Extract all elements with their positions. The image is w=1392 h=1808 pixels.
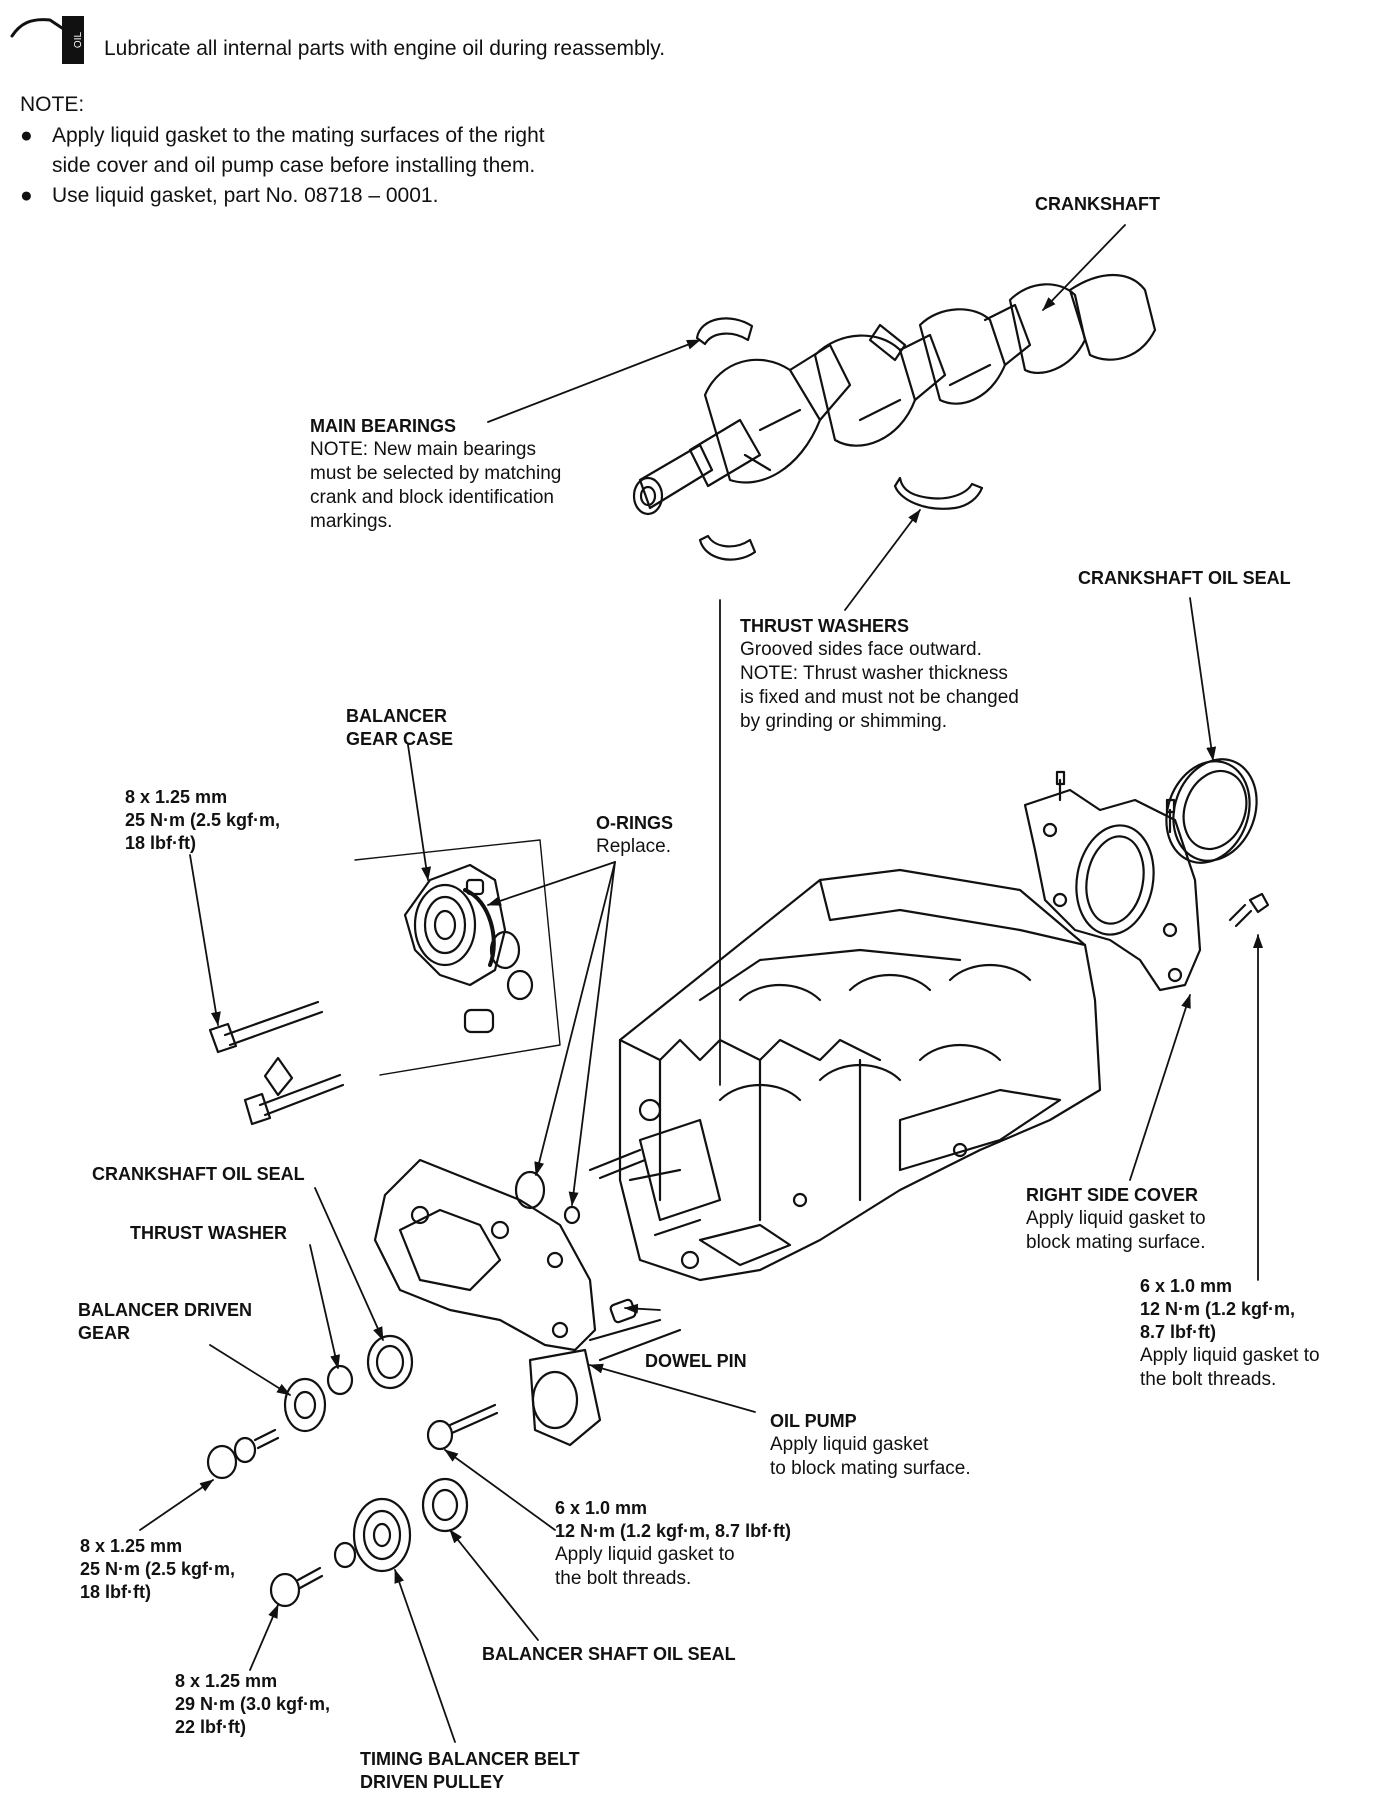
oil-pump-title: OIL PUMP (770, 1411, 857, 1431)
balancer-gear-parts (206, 1364, 499, 1608)
leader-lines (139, 224, 1263, 1743)
crankshaft-oil-seal-left-label: CRANKSHAFT OIL SEAL (92, 1164, 305, 1184)
bolt-spec-line: 18 lbf·ft) (125, 833, 196, 853)
bolt-spec-line: 8 x 1.25 mm (175, 1671, 278, 1691)
bolt-note-line: Apply liquid gasket to (555, 1544, 735, 1565)
bolt-spec-line: 18 lbf·ft) (80, 1582, 151, 1602)
main-bearings-note-line: markings. (310, 511, 393, 532)
bolt-spec-mid: 6 x 1.0 mm 12 N·m (1.2 kgf·m, 8.7 lbf·ft… (555, 1497, 791, 1591)
right-side-cover-note-line: Apply liquid gasket to (1026, 1208, 1206, 1229)
bolt-spec-lower-left: 8 x 1.25 mm 25 N·m (2.5 kgf·m, 18 lbf·ft… (80, 1535, 235, 1604)
main-bearing-shells (695, 317, 984, 561)
timing-pulley-line: DRIVEN PULLEY (360, 1772, 505, 1792)
o-rings-callout: O-RINGS Replace. (596, 812, 673, 859)
balancer-driven-gear-line: BALANCER DRIVEN (78, 1300, 253, 1320)
note-item-2: ●Use liquid gasket, part No. 08718 – 000… (20, 184, 439, 207)
balancer-driven-gear-label: BALANCER DRIVEN GEAR (78, 1299, 252, 1345)
note-item-1-cont: side cover and oil pump case before inst… (52, 154, 536, 177)
bolt-spec-line: 8 x 1.25 mm (80, 1536, 183, 1556)
bolt-spec-line: 6 x 1.0 mm (555, 1498, 648, 1518)
bolt-note-line: the bolt threads. (555, 1568, 692, 1589)
cylinder-block-part (588, 599, 1102, 1282)
crankshaft-part (632, 273, 1157, 516)
oil-pump-callout: OIL PUMP Apply liquid gasket to block ma… (770, 1410, 971, 1481)
right-side-cover-title: RIGHT SIDE COVER (1026, 1185, 1199, 1205)
main-bearings-note-line: NOTE: New main bearings (310, 439, 536, 460)
o-rings-title: O-RINGS (596, 813, 674, 833)
thrust-washer-label: THRUST WASHER (130, 1223, 287, 1243)
dowel-pin-label: DOWEL PIN (645, 1351, 747, 1371)
bolt-note-line: Apply liquid gasket to (1140, 1345, 1320, 1366)
bolt-spec-line: 25 N·m (2.5 kgf·m, (125, 810, 281, 830)
bolt-spec-line: 12 N·m (1.2 kgf·m, 8.7 lbf·ft) (555, 1521, 792, 1541)
oil-pump-note-line: Apply liquid gasket (770, 1434, 929, 1455)
bolt-spec-line: 6 x 1.0 mm (1140, 1276, 1233, 1296)
crankshaft-label: CRANKSHAFT (1035, 194, 1160, 214)
balancer-shaft-oil-seal-label: BALANCER SHAFT OIL SEAL (482, 1644, 736, 1664)
balancer-driven-gear-line: GEAR (78, 1323, 131, 1343)
bolt-spec-line: 22 lbf·ft) (175, 1717, 246, 1737)
balancer-gear-case-line: BALANCER (346, 706, 447, 726)
main-bearings-note-line: must be selected by matching (310, 463, 562, 484)
thrust-washers-note-line: NOTE: Thrust washer thickness (740, 663, 1008, 684)
thrust-washers-note-line: is fixed and must not be changed (740, 687, 1019, 708)
main-bearings-note-line: crank and block identification (310, 487, 554, 508)
timing-pulley-label: TIMING BALANCER BELT DRIVEN PULLEY (360, 1748, 580, 1794)
bolt-spec-right: 6 x 1.0 mm 12 N·m (1.2 kgf·m, 8.7 lbf·ft… (1140, 1275, 1320, 1392)
thrust-washers-callout: THRUST WASHERS Grooved sides face outwar… (740, 615, 1019, 734)
thrust-washers-note-line: by grinding or shimming. (740, 711, 947, 732)
oil-instruction: Lubricate all internal parts with engine… (104, 37, 666, 60)
note-item-1: ●Apply liquid gasket to the mating surfa… (20, 124, 545, 147)
right-side-cover-callout: RIGHT SIDE COVER Apply liquid gasket to … (1026, 1184, 1206, 1255)
right-side-cover-note-line: block mating surface. (1026, 1232, 1206, 1253)
main-bearings-callout: MAIN BEARINGS NOTE: New main bearings mu… (310, 415, 561, 534)
oil-pump-part (366, 1158, 682, 1447)
thrust-washers-title: THRUST WASHERS (740, 616, 910, 636)
thrust-washers-note-line: Grooved sides face outward. (740, 639, 982, 660)
bolt-spec-line: 8.7 lbf·ft) (1140, 1322, 1216, 1342)
bolt-spec-top-left: 8 x 1.25 mm 25 N·m (2.5 kgf·m, 18 lbf·ft… (125, 786, 280, 855)
balancer-gear-case-line: GEAR CASE (346, 729, 454, 749)
bolt-spec-line: 8 x 1.25 mm (125, 787, 228, 807)
balancer-gear-case-label: BALANCER GEAR CASE (346, 705, 453, 751)
bolt-note-line: the bolt threads. (1140, 1369, 1277, 1390)
bolt-spec-line: 29 N·m (3.0 kgf·m, (175, 1694, 331, 1714)
bolt-spec-bottom: 8 x 1.25 mm 29 N·m (3.0 kgf·m, 22 lbf·ft… (175, 1670, 330, 1739)
bolt-spec-line: 12 N·m (1.2 kgf·m, (1140, 1299, 1296, 1319)
crankshaft-oil-seal-right-label: CRANKSHAFT OIL SEAL (1078, 568, 1291, 588)
balancer-gear-case-part (208, 839, 561, 1126)
oil-can-icon: OIL (10, 16, 84, 64)
bolt-spec-line: 25 N·m (2.5 kgf·m, (80, 1559, 236, 1579)
svg-text:OIL: OIL (73, 32, 84, 49)
main-bearings-title: MAIN BEARINGS (310, 416, 457, 436)
timing-pulley-line: TIMING BALANCER BELT (360, 1749, 580, 1769)
crankshaft-oil-seal-right-part (1165, 758, 1258, 864)
oil-pump-note-line: to block mating surface. (770, 1458, 971, 1479)
o-rings-note: Replace. (596, 836, 671, 857)
note-title: NOTE: (20, 93, 85, 116)
right-side-cover-part (1023, 770, 1270, 992)
